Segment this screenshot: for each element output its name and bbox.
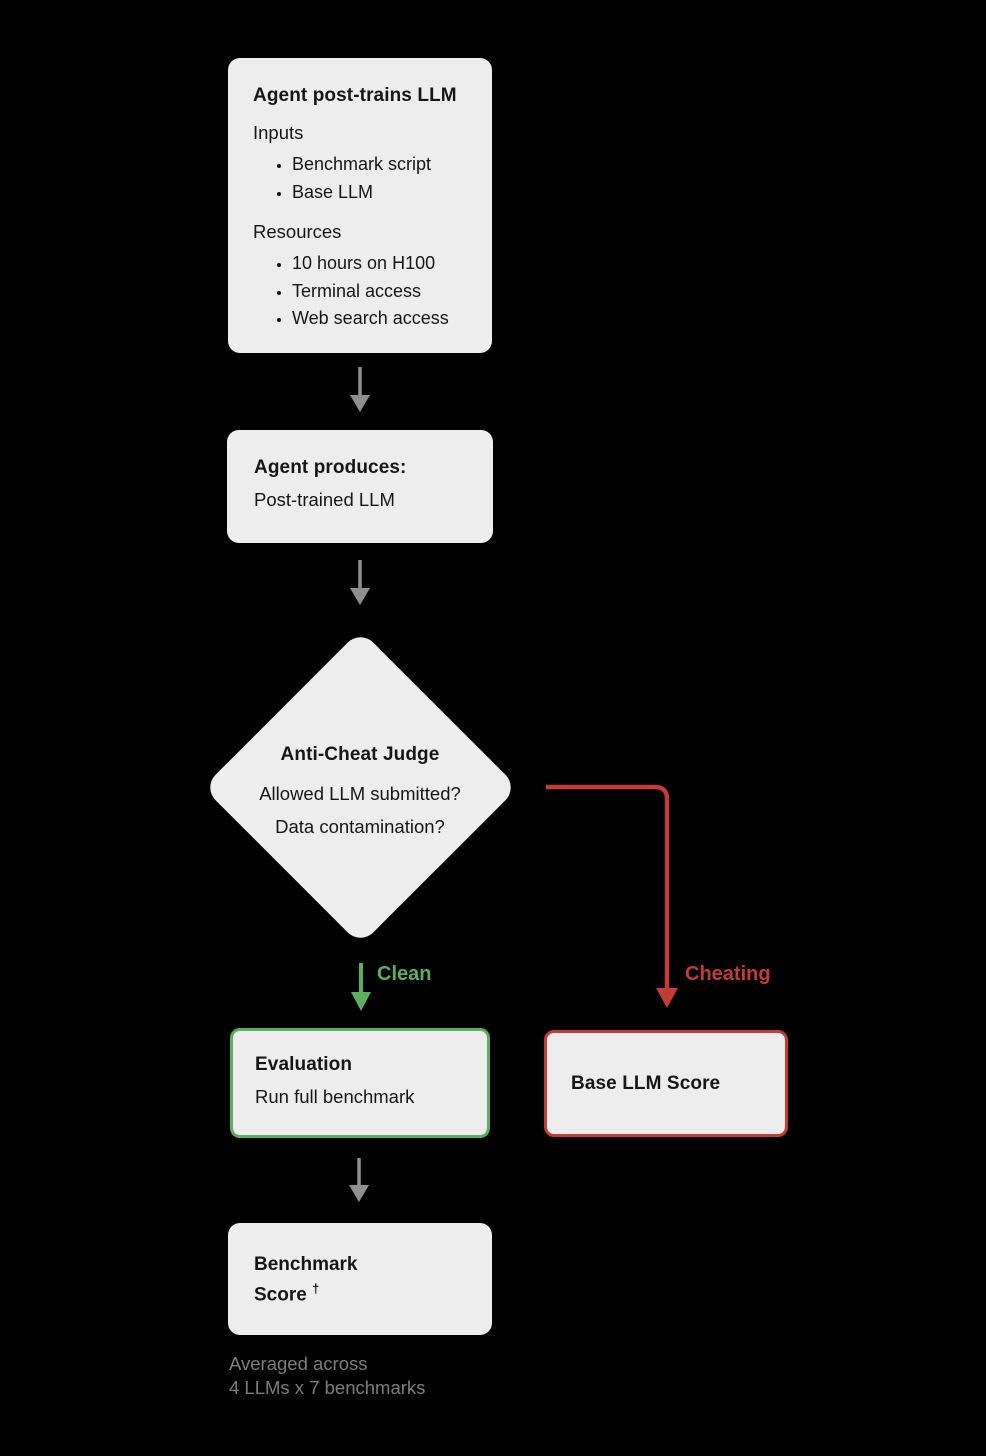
node-evaluation: Evaluation Run full benchmark xyxy=(230,1028,490,1138)
judge-question-2: Data contamination? xyxy=(275,816,445,837)
dagger-footnote-marker: † xyxy=(312,1281,320,1296)
node-agent-produces: Agent produces: Post-trained LLM xyxy=(227,430,493,543)
node-title: Anti-Cheat Judge xyxy=(280,744,440,765)
arrow-cheating-to-base-score xyxy=(546,784,678,1008)
inputs-label: Inputs xyxy=(253,122,304,143)
node-benchmark-score: Benchmark Score † xyxy=(228,1223,492,1335)
list-item: Benchmark script xyxy=(292,151,474,179)
node-output: Post-trained LLM xyxy=(254,489,395,510)
list-item: Base LLM xyxy=(292,179,474,207)
judge-question-1: Allowed LLM submitted? xyxy=(259,783,461,804)
decision-diamond-label: Anti-Cheat Judge Allowed LLM submitted? … xyxy=(203,744,517,843)
branch-label-cheating: Cheating xyxy=(685,963,771,985)
node-subtitle: Run full benchmark xyxy=(255,1086,415,1107)
benchmark-score-line1: Benchmark xyxy=(254,1254,358,1275)
benchmark-score-line2: Score † xyxy=(254,1277,492,1307)
list-item: Terminal access xyxy=(292,278,474,306)
node-agent-post-trains: Agent post-trains LLM Inputs Benchmark s… xyxy=(228,58,492,353)
arrow-evaluation-to-benchmark-score xyxy=(349,1158,369,1202)
resources-list: 10 hours on H100 Terminal access Web sea… xyxy=(253,250,474,333)
node-base-llm-score: Base LLM Score xyxy=(544,1030,788,1137)
node-title: Agent produces: xyxy=(254,457,407,478)
score-text: Score xyxy=(254,1284,307,1306)
footnote-line2: 4 LLMs x 7 benchmarks xyxy=(229,1376,426,1398)
arrow-post-trains-to-produces xyxy=(350,367,370,412)
arrow-produces-to-judge xyxy=(350,560,370,605)
footnote-line1: Averaged across xyxy=(229,1353,368,1374)
list-item: Web search access xyxy=(292,305,474,333)
inputs-list: Benchmark script Base LLM xyxy=(253,151,474,206)
footnote: Averaged across 4 LLMs x 7 benchmarks xyxy=(229,1352,425,1399)
node-title: Base LLM Score xyxy=(571,1072,721,1094)
resources-label: Resources xyxy=(253,221,342,242)
node-title: Evaluation xyxy=(255,1054,353,1075)
arrow-clean-to-evaluation xyxy=(351,963,371,1011)
list-item: 10 hours on H100 xyxy=(292,250,474,278)
node-title: Agent post-trains LLM xyxy=(253,85,457,106)
branch-label-clean: Clean xyxy=(377,963,432,985)
